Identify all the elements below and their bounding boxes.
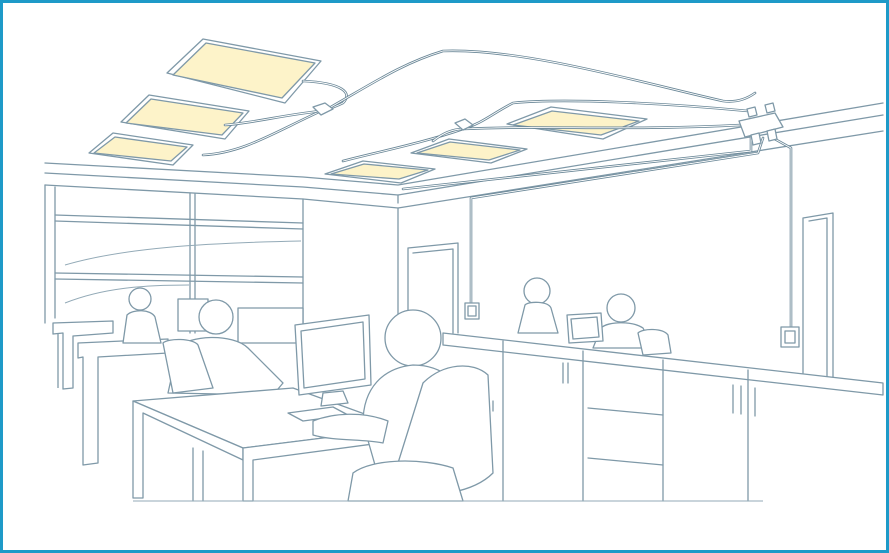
person (593, 294, 671, 355)
cable-to-switch (773, 138, 791, 328)
wall-switch (465, 303, 479, 319)
window-reflection-1 (65, 241, 301, 265)
window-middle-rail (55, 273, 303, 283)
wall-switch (781, 327, 799, 347)
right-door (803, 213, 833, 383)
person (123, 288, 161, 343)
chair-seat (348, 461, 463, 501)
partition-panel (238, 308, 303, 343)
counter-cabinets (443, 333, 883, 501)
cable-main-run (331, 51, 755, 107)
window-transom (55, 215, 303, 229)
monitor (567, 313, 603, 343)
office-lighting-scene (3, 3, 886, 550)
cabinet-shelves (588, 408, 663, 465)
light-panels (89, 39, 647, 183)
person-head (385, 310, 441, 366)
cabinet-handles (733, 385, 755, 416)
back-wall-left (303, 199, 398, 323)
window-reflection-2 (65, 285, 189, 303)
light-panel (167, 39, 321, 103)
light-panel (89, 133, 193, 165)
light-panel (121, 95, 249, 139)
desk-drawer (193, 448, 203, 501)
light-panel (507, 107, 647, 139)
cable-to-switch (471, 138, 763, 303)
cabinet-handles (563, 363, 568, 383)
person (518, 278, 558, 333)
light-panel (411, 139, 527, 163)
monitor-stand (321, 391, 348, 406)
monitor-screen (301, 322, 365, 388)
window-mullions (55, 187, 195, 333)
